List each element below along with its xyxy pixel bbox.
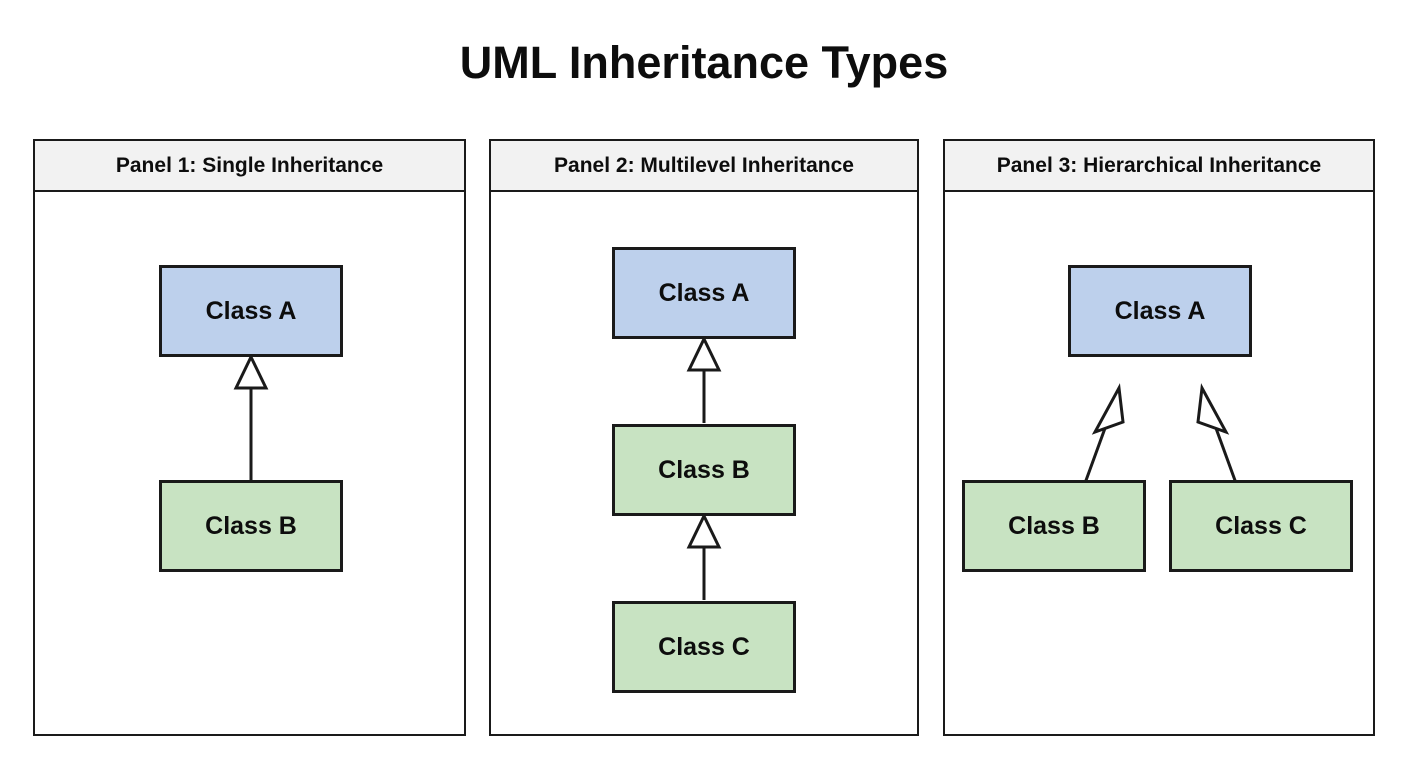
class-box-a-label: Class A (205, 296, 297, 325)
panel-3-body: Class A Class B Class C (945, 192, 1373, 734)
class-box-c-label: Class C (1215, 511, 1307, 540)
class-box-b-label: Class B (658, 455, 750, 484)
class-box-a-label: Class A (1114, 296, 1206, 325)
class-box-b-label: Class B (1008, 511, 1100, 540)
class-box-a[interactable]: Class A (612, 247, 796, 339)
class-box-a[interactable]: Class A (159, 265, 343, 357)
panel-1-header: Panel 1: Single Inheritance (35, 141, 464, 192)
arrowhead-hollow-triangle-b-to-a (686, 335, 722, 372)
panel-2-connectors (686, 335, 722, 600)
arrowhead-hollow-triangle-c-to-a (1196, 383, 1230, 435)
panel-1-header-label: Panel 1: Single Inheritance (115, 153, 384, 177)
panel-multilevel-inheritance: Panel 2: Multilevel Inheritance Class A … (489, 139, 919, 736)
panel-single-inheritance: Panel 1: Single Inheritance Class A Clas… (33, 139, 466, 736)
class-box-b[interactable]: Class B (159, 480, 343, 572)
panel-2-header: Panel 2: Multilevel Inheritance (491, 141, 917, 192)
panel-3-header-label: Panel 3: Hierarchical Inheritance (996, 153, 1322, 177)
class-box-b-label: Class B (205, 511, 297, 540)
panel-hierarchical-inheritance: Panel 3: Hierarchical Inheritance Class … (943, 139, 1375, 736)
panel-2-body: Class A Class B Class C (491, 192, 917, 734)
arrowhead-hollow-triangle-c-to-b (686, 512, 722, 549)
class-box-c[interactable]: Class C (612, 601, 796, 693)
panel-1-body: Class A Class B (35, 192, 464, 734)
class-box-a[interactable]: Class A (1068, 265, 1252, 357)
arrowhead-hollow-triangle-b-to-a (233, 353, 269, 390)
class-box-b[interactable]: Class B (962, 480, 1146, 572)
panel-3-header: Panel 3: Hierarchical Inheritance (945, 141, 1373, 192)
class-box-c[interactable]: Class C (1169, 480, 1353, 572)
class-box-a-label: Class A (658, 278, 750, 307)
class-box-b[interactable]: Class B (612, 424, 796, 516)
panel-2-header-label: Panel 2: Multilevel Inheritance (554, 153, 854, 177)
page-title: UML Inheritance Types (459, 37, 949, 88)
class-box-c-label: Class C (658, 632, 750, 661)
arrowhead-hollow-triangle-b-to-a (1091, 383, 1125, 435)
